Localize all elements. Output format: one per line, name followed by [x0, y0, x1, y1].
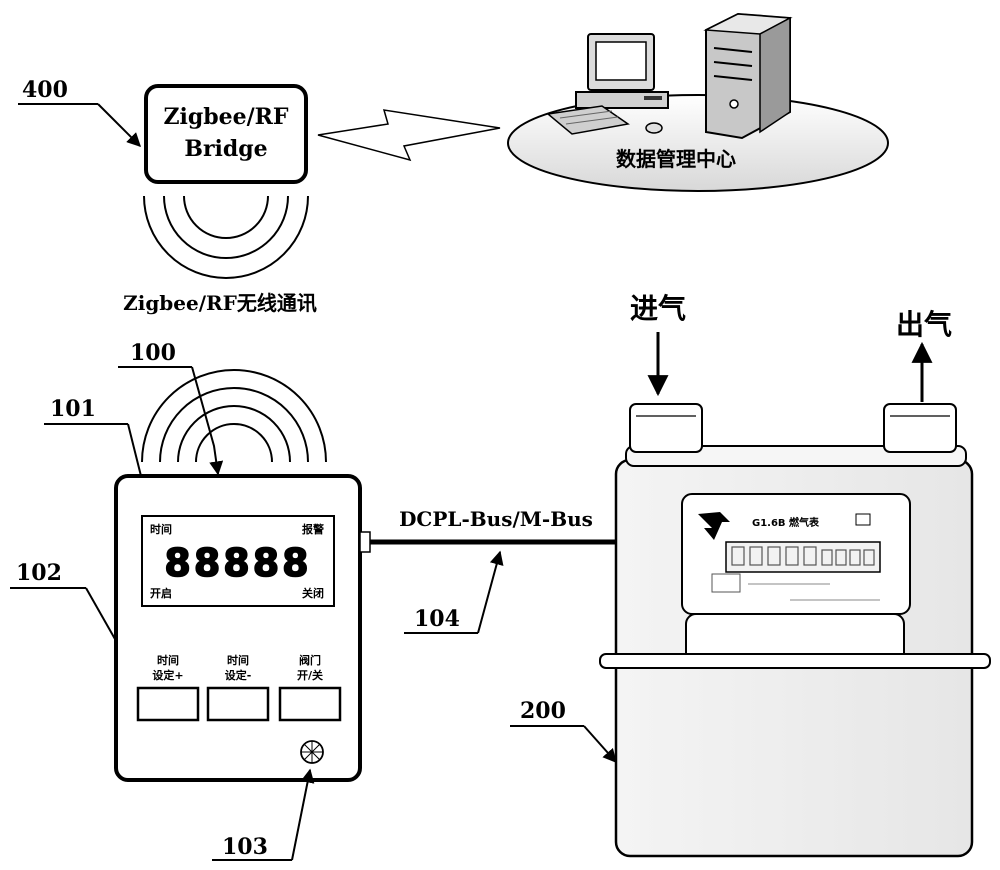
data-center-label: 数据管理中心	[616, 147, 736, 171]
ref-104-leader	[477, 550, 504, 634]
button-time-minus[interactable]	[206, 686, 270, 722]
bridge-label-line1: Zigbee/RF	[163, 104, 288, 130]
buzzer-icon	[300, 740, 324, 764]
wireless-link-lightning-icon	[317, 109, 501, 162]
button-time-plus-label1: 时间	[157, 653, 179, 667]
gas-meter-group: 进气 出气 G1.6B 燃气表	[510, 292, 991, 858]
ref-100-leader	[191, 366, 224, 476]
server-tower-icon	[703, 12, 793, 140]
bridge-label-line2: Bridge	[184, 136, 267, 162]
data-center-platform	[507, 94, 889, 192]
ref-103: 103	[222, 834, 268, 860]
button-valve-toggle-label2: 开/关	[297, 668, 323, 682]
bus-label: DCPL-Bus/M-Bus	[399, 507, 593, 531]
ref-104: 104	[414, 606, 460, 632]
controller-lcd-display	[141, 515, 335, 607]
data-center-group: 数据管理中心	[507, 12, 889, 192]
ref-100: 100	[130, 340, 176, 366]
controller-radio-waves-icon	[141, 369, 327, 463]
button-time-minus-label1: 时间	[227, 653, 249, 667]
meter-sub-display	[711, 573, 741, 593]
bridge-radio-waves-icon	[143, 195, 309, 279]
controller-group: 100 101 102 时间 报警 88888 开启 关闭 时间 设定+ 时间 …	[10, 340, 371, 861]
inlet-pipe	[629, 403, 703, 453]
ref-102: 102	[16, 560, 62, 586]
meter-bracket-band	[599, 653, 991, 669]
meter-model-label: G1.6B 燃气表	[752, 516, 820, 529]
lcd-digits: 88888	[164, 541, 311, 585]
desktop-computer-icon	[546, 33, 669, 135]
meter-badge-icon	[855, 513, 871, 526]
meter-logo-icon	[698, 512, 730, 540]
button-time-plus-label2: 设定+	[152, 668, 183, 682]
meter-lcd-segments	[731, 546, 875, 566]
lcd-time-label: 时间	[150, 522, 172, 536]
button-time-plus[interactable]	[136, 686, 200, 722]
bridge-group: 400 Zigbee/RF Bridge Zigbee/RF无线通讯	[18, 77, 317, 315]
bridge-box	[144, 84, 308, 184]
meter-lcd	[725, 541, 881, 573]
ref-400-leader	[97, 103, 141, 147]
lcd-open-label: 开启	[150, 586, 172, 600]
button-valve-toggle[interactable]	[278, 686, 342, 722]
button-time-minus-label2: 设定-	[225, 668, 252, 682]
ref-101: 101	[50, 396, 96, 422]
ref-400: 400	[22, 77, 68, 103]
button-valve-toggle-label1: 阀门	[299, 653, 321, 667]
ref-200-leader	[583, 725, 617, 764]
outlet-label: 出气	[896, 308, 952, 341]
wireless-label: Zigbee/RF无线通讯	[123, 291, 317, 315]
gas-meter-top	[625, 445, 967, 467]
outlet-pipe	[883, 403, 957, 453]
ref-103-leader	[291, 768, 315, 861]
ref-200: 200	[520, 698, 566, 724]
lcd-close-label: 关闭	[302, 586, 324, 600]
inlet-label: 进气	[630, 292, 686, 325]
lcd-alarm-label: 报警	[302, 522, 324, 536]
controller-bus-port	[359, 531, 371, 553]
